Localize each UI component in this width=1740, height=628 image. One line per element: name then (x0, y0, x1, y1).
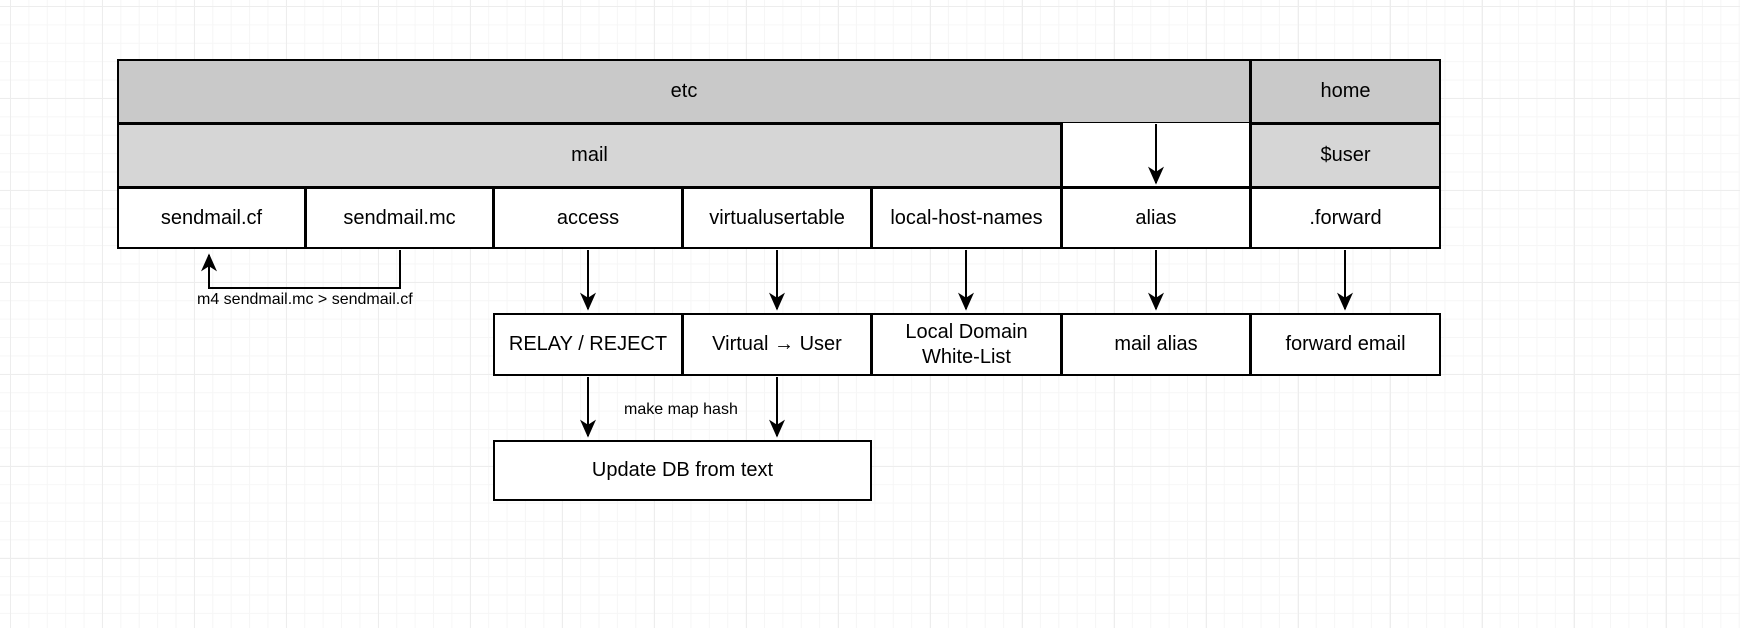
node-virtualusertable-label: virtualusertable (709, 206, 845, 229)
node-forward-email[interactable]: forward email (1250, 313, 1441, 376)
node-relay-reject[interactable]: RELAY / REJECT (493, 313, 683, 376)
node-virtual-user[interactable]: Virtual → User (682, 313, 872, 376)
node-dot-forward[interactable]: .forward (1250, 187, 1441, 249)
node-virtual-user-label: Virtual → User (712, 333, 842, 356)
node-user-label: $user (1320, 144, 1371, 167)
node-home-label: home (1320, 80, 1371, 103)
node-update-db[interactable]: Update DB from text (493, 440, 872, 501)
node-white-list-label: Local Domain White-List (905, 321, 1028, 368)
node-alias-label: alias (1135, 206, 1177, 229)
node-sendmail-cf[interactable]: sendmail.cf (117, 187, 306, 249)
node-relay-reject-label: RELAY / REJECT (508, 333, 668, 356)
node-level2-gap (1061, 123, 1251, 188)
node-local-host-names-label: local-host-names (890, 206, 1043, 229)
node-update-db-label: Update DB from text (591, 459, 774, 482)
node-virtualusertable[interactable]: virtualusertable (682, 187, 872, 249)
node-etc[interactable]: etc (117, 59, 1251, 124)
node-alias[interactable]: alias (1061, 187, 1251, 249)
node-mail-label: mail (571, 144, 608, 167)
node-local-host-names[interactable]: local-host-names (871, 187, 1062, 249)
edge-label-make-map-hash: make map hash (624, 401, 738, 418)
node-mail-alias-label: mail alias (1114, 333, 1198, 356)
node-user[interactable]: $user (1250, 123, 1441, 188)
node-white-list[interactable]: Local Domain White-List (871, 313, 1062, 376)
node-home[interactable]: home (1250, 59, 1441, 124)
node-access-label: access (556, 206, 620, 229)
edge-label-m4-command: m4 sendmail.mc > sendmail.cf (197, 291, 413, 308)
node-etc-label: etc (670, 80, 698, 103)
node-dot-forward-label: .forward (1309, 206, 1382, 229)
node-mail-alias[interactable]: mail alias (1061, 313, 1251, 376)
node-sendmail-mc[interactable]: sendmail.mc (305, 187, 494, 249)
node-access[interactable]: access (493, 187, 683, 249)
arrow-sendmail-mc-to-cf (201, 250, 401, 289)
node-sendmail-mc-label: sendmail.mc (343, 206, 456, 229)
node-forward-email-label: forward email (1285, 333, 1406, 356)
node-sendmail-cf-label: sendmail.cf (160, 206, 263, 229)
node-mail[interactable]: mail (117, 123, 1062, 188)
